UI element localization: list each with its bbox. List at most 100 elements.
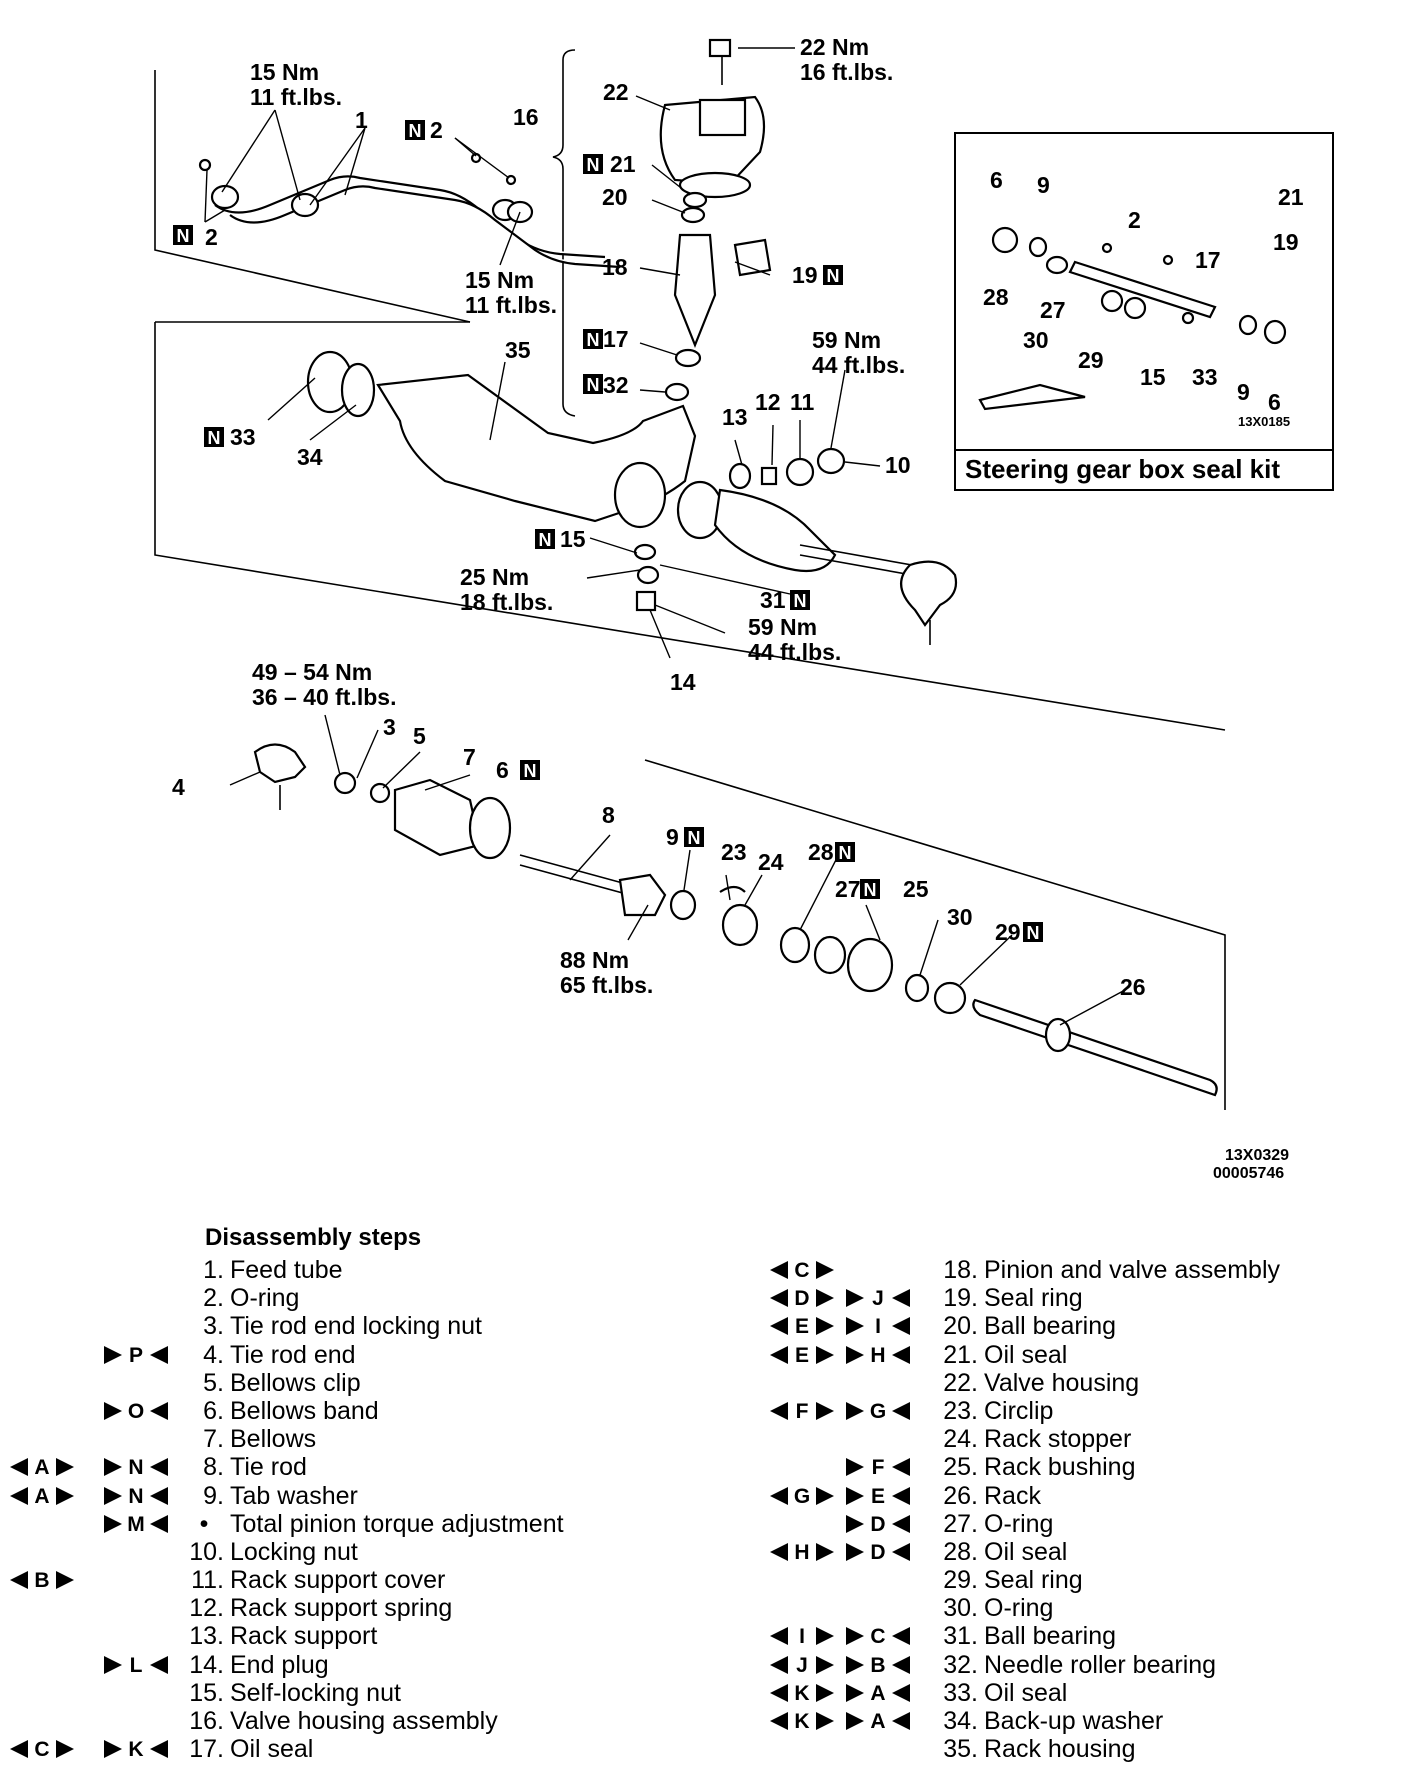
reassembly-service-marker: A (846, 1682, 910, 1704)
callout-1: 1 (355, 107, 368, 133)
inset-label-33: 33 (1192, 364, 1218, 390)
callout-9: 9 (666, 824, 679, 850)
inset-label-6a: 6 (990, 167, 1003, 193)
step-number: 20. (943, 1312, 978, 1341)
callout-3: 3 (383, 714, 396, 740)
step-text: Pinion and valve assembly (984, 1256, 1280, 1284)
torque-specs: 15 Nm 11 ft.lbs. 15 Nm 11 ft.lbs. 22 Nm … (250, 34, 905, 998)
callout-14: 14 (670, 669, 696, 695)
step-text: Valve housing (984, 1368, 1140, 1397)
inset-figure-code: 13X0185 (1238, 414, 1290, 429)
svg-text:N: N (128, 1456, 143, 1478)
step-number: 8. (203, 1453, 224, 1482)
inset-label-17: 17 (1195, 247, 1221, 273)
inset-label-28: 28 (983, 284, 1009, 310)
n-marker-21 (583, 154, 603, 175)
svg-text:D: D (870, 1541, 885, 1563)
step-number: 13. (189, 1622, 224, 1651)
inset-label-9a: 9 (1037, 172, 1050, 198)
torque-feed-b-nm: 15 Nm (465, 267, 534, 293)
inset-label-9b: 9 (1237, 379, 1250, 405)
step-text: O-ring (984, 1594, 1054, 1623)
seal-kit-inset: Steering gear box seal kit 13X0185 6 9 2… (954, 132, 1334, 491)
reassembly-service-marker: L (104, 1654, 168, 1676)
step-number: • (199, 1509, 209, 1538)
svg-text:F: F (796, 1400, 809, 1422)
callout-35: 35 (505, 337, 531, 363)
step-number: 32. (943, 1650, 978, 1679)
step-text: Total pinion torque adjustment (230, 1509, 564, 1538)
reassembly-service-marker: G (846, 1400, 910, 1422)
step-text: Tab washer (230, 1481, 358, 1510)
reassembly-service-marker: B (846, 1654, 910, 1676)
step-text: Rack support cover (230, 1566, 446, 1595)
step-text: O-ring (230, 1284, 300, 1313)
reassembly-service-marker: E (846, 1485, 910, 1507)
svg-text:C: C (870, 1625, 885, 1647)
housing-section-outline (154, 322, 1226, 731)
step-number: 27. (943, 1509, 978, 1538)
inset-label-29: 29 (1078, 347, 1104, 373)
step-number: 15. (189, 1678, 224, 1707)
torque-selflock-ftlb: 18 ft.lbs. (460, 589, 553, 615)
n-marker-32 (583, 374, 603, 395)
inset-label-2: 2 (1128, 207, 1141, 233)
callout-13: 13 (722, 404, 748, 430)
callout-24: 24 (758, 849, 784, 875)
inset-label-6b: 6 (1268, 389, 1281, 415)
step-number: 1. (203, 1256, 224, 1284)
callout-19: 19 (792, 262, 818, 288)
n-marker-2-top (405, 120, 425, 141)
callout-32: 32 (603, 372, 629, 398)
n-marker-27 (860, 879, 880, 900)
torque-tierod-nm: 88 Nm (560, 947, 629, 973)
step-number: 14. (189, 1650, 224, 1679)
svg-text:F: F (872, 1456, 885, 1478)
step-text: Rack bushing (984, 1453, 1136, 1482)
svg-text:E: E (795, 1315, 809, 1337)
steps-title: Disassembly steps (205, 1224, 422, 1251)
step-text: Needle roller bearing (984, 1650, 1217, 1679)
svg-text:A: A (34, 1456, 49, 1478)
inset-label-15: 15 (1140, 364, 1166, 390)
torque-tierodend-ftlb: 36 – 40 ft.lbs. (252, 684, 396, 710)
torque-valve-nm: 22 Nm (800, 34, 869, 60)
callout-16: 16 (513, 104, 539, 130)
disassembly-service-marker: C (10, 1738, 74, 1760)
callout-22: 22 (603, 79, 629, 105)
disassembly-service-marker: D (770, 1287, 834, 1309)
rack-section-outline (644, 759, 1226, 1110)
torque-tierodend-nm: 49 – 54 Nm (252, 659, 372, 685)
step-text: Valve housing assembly (230, 1707, 498, 1735)
callout-5: 5 (413, 723, 426, 749)
torque-tierod-ftlb: 65 ft.lbs. (560, 972, 653, 998)
reassembly-service-marker: P (104, 1344, 168, 1366)
step-text: Rack support (230, 1622, 378, 1651)
svg-text:D: D (794, 1287, 809, 1309)
callout-2-top: 2 (430, 117, 443, 143)
callout-30: 30 (947, 904, 973, 930)
step-number: 10. (189, 1537, 224, 1566)
step-number: 33. (943, 1678, 978, 1707)
step-number: 30. (943, 1594, 978, 1623)
disassembly-service-marker: F (770, 1400, 834, 1422)
n-marker-28 (835, 842, 855, 863)
torque-valve-ftlb: 16 ft.lbs. (800, 59, 893, 85)
step-number: 4. (203, 1340, 224, 1369)
step-text: Oil seal (984, 1537, 1068, 1566)
figure-code-2: 00005746 (1213, 1165, 1284, 1182)
step-text: Seal ring (984, 1566, 1083, 1595)
n-marker-33 (204, 427, 224, 448)
svg-text:K: K (794, 1682, 809, 1704)
inset-label-19: 19 (1273, 229, 1299, 255)
disassembly-service-marker: E (770, 1344, 834, 1366)
reassembly-service-marker: M (104, 1513, 168, 1535)
feed-tube-assembly (198, 152, 621, 269)
svg-text:H: H (870, 1344, 885, 1366)
svg-text:J: J (796, 1654, 808, 1676)
step-text: Rack stopper (984, 1425, 1132, 1454)
step-number: 9. (203, 1481, 224, 1510)
step-number: 23. (943, 1396, 978, 1425)
step-text: Tie rod (230, 1453, 307, 1482)
callout-21: 21 (610, 151, 636, 177)
